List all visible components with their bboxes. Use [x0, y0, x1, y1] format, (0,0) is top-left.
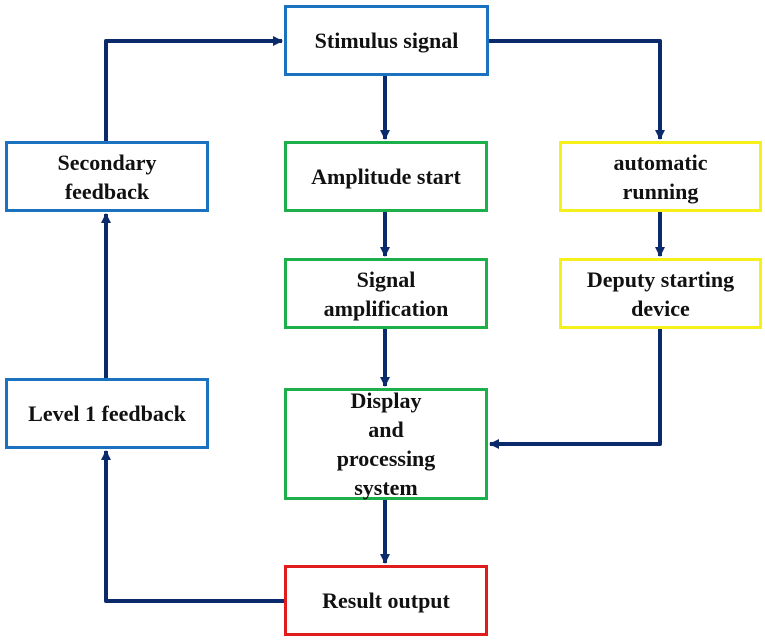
node-level-1-feedback: Level 1 feedback: [5, 378, 209, 449]
arrow-stimulus-to-automatic: [489, 39, 665, 140]
node-secondary-feedback: Secondary feedback: [5, 141, 209, 212]
node-label: automatic running: [613, 149, 708, 204]
node-deputy-starting-device: Deputy starting device: [559, 258, 762, 329]
node-label: Level 1 feedback: [28, 401, 186, 426]
arrow-result-to-level1: [101, 450, 284, 603]
node-label: Display and processing system: [336, 388, 436, 500]
node-label: Stimulus signal: [314, 28, 459, 53]
arrow-secondary-to-stimulus: [104, 36, 283, 141]
node-label: Result output: [322, 588, 450, 613]
node-amplitude-start: Amplitude start: [284, 141, 488, 212]
node-label: Amplitude start: [311, 164, 461, 189]
node-display-processing-system: Display and processing system: [284, 388, 488, 500]
node-label: Secondary feedback: [57, 149, 157, 204]
node-signal-amplification: Signal amplification: [284, 258, 488, 329]
node-label: Deputy starting device: [586, 266, 735, 321]
node-stimulus-signal: Stimulus signal: [284, 5, 489, 76]
node-label: Signal amplification: [323, 266, 449, 321]
node-result-output: Result output: [284, 565, 488, 636]
node-automatic-running: automatic running: [559, 141, 762, 212]
arrow-deputy-to-display: [489, 329, 662, 449]
